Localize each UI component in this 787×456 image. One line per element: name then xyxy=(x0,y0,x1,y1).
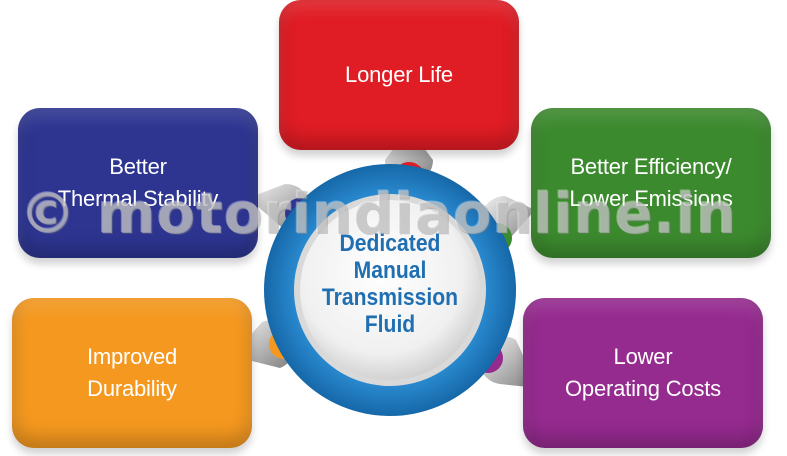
central-hub xyxy=(264,164,516,416)
benefit-text: Lower Emissions xyxy=(569,186,733,211)
benefit-box-longer-life: Longer Life xyxy=(279,0,519,150)
benefit-box-thermal-stability: Better Thermal Stability xyxy=(18,108,258,258)
benefit-box-operating-costs: Lower Operating Costs xyxy=(523,298,763,448)
benefit-text: Lower xyxy=(613,344,673,369)
benefit-text: Durability xyxy=(87,376,177,401)
benefit-text: Improved xyxy=(86,344,178,369)
benefit-text: Longer Life xyxy=(345,62,453,87)
benefit-text: Thermal Stability xyxy=(57,186,219,211)
benefit-text: Better Efficiency/ xyxy=(570,154,732,179)
center-title: Dedicated Manual Transmission Fluid xyxy=(311,230,469,338)
watermark: © motorindiaonline.in xyxy=(20,182,738,247)
center-title-line: Transmission xyxy=(321,284,459,311)
benefit-text: Operating Costs xyxy=(565,376,721,401)
center-title-line: Fluid xyxy=(364,311,416,338)
center-title-line: Dedicated xyxy=(339,230,441,257)
benefit-box-durability: Improved Durability xyxy=(12,298,252,448)
benefit-text: Better xyxy=(109,154,167,179)
benefit-box-efficiency-emissions: Better Efficiency/ Lower Emissions xyxy=(531,108,771,258)
center-title-line: Manual xyxy=(353,257,427,284)
